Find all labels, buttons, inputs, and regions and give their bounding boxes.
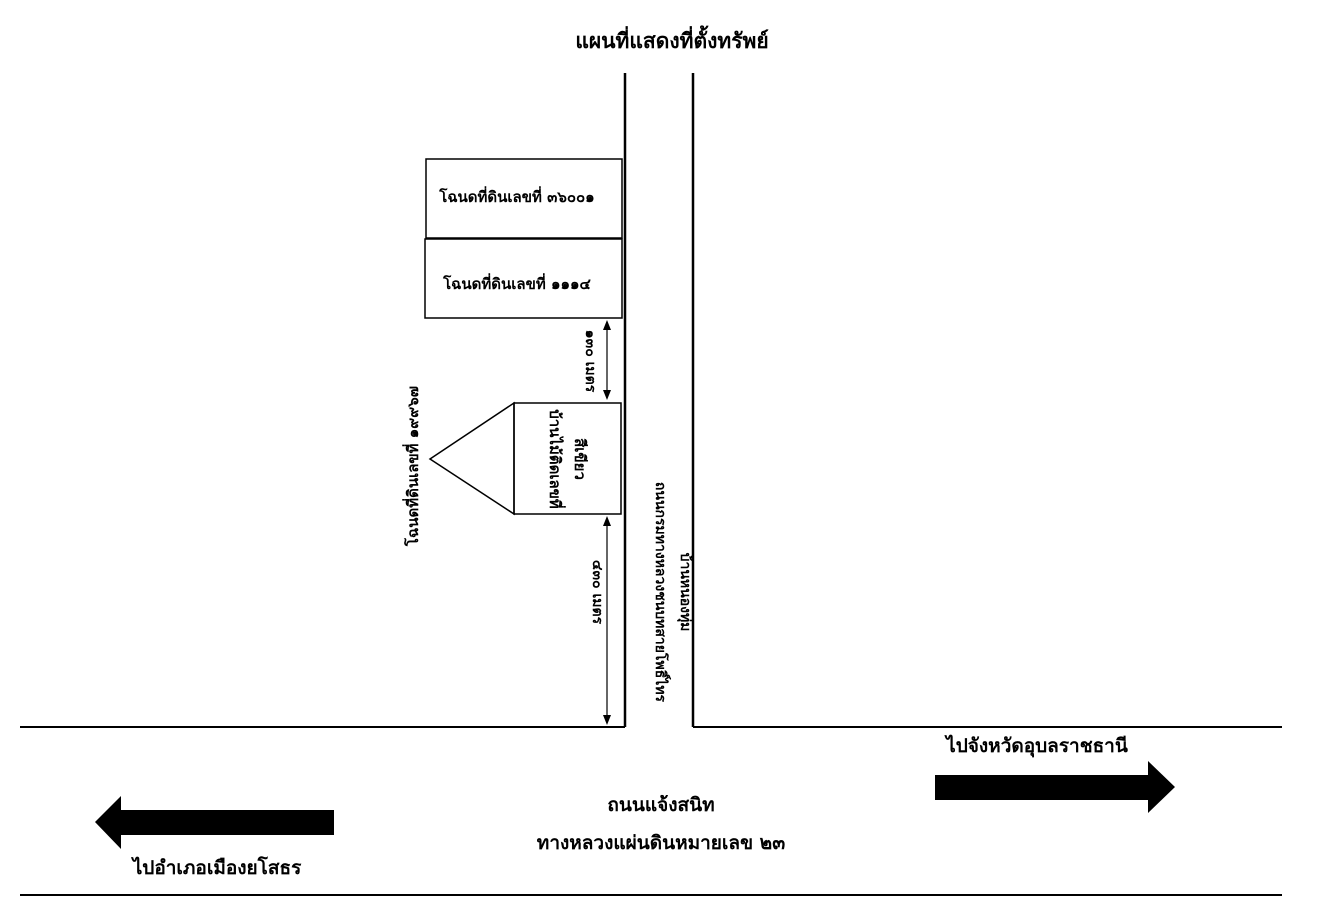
house-roof [428, 401, 515, 516]
house-body [513, 402, 622, 515]
arrow-left-icon [95, 796, 334, 849]
house-label-line2: สีเขียว [571, 438, 589, 480]
parcel-label-1114: โฉนดที่ดินเลขที่ ๑๑๑๔ [442, 273, 591, 293]
distance-arrow-upper [603, 320, 611, 400]
distance-arrow-lower [603, 516, 611, 725]
parcel-label-36001: โฉนดที่ดินเลขที่ ๓๖๐๐๑ [438, 186, 594, 206]
direction-right-label: ไปจังหวัดอุบลราชธานี [944, 734, 1128, 758]
direction-left-label: ไปอำเภอเมืองยโสธร [131, 856, 302, 879]
distance-label-lower: ๔๓๐ เมตร [589, 560, 605, 625]
arrow-right-icon [935, 761, 1175, 813]
parcel-label-19967: โฉนดที่ดินเลขที่ ๑๙๙๖๗ [402, 386, 422, 547]
parcel-box-1114 [424, 238, 623, 319]
house-label-line1: บ้านไม้ติดเลขที่ [546, 409, 566, 509]
map-title: แผนที่แสดงที่ตั้งทรัพย์ [575, 25, 768, 53]
parcel-box-36001 [425, 158, 623, 239]
side-road-label-line1: ถนนกรมทางหลวงชนบทสายโพธิ์ไทร [652, 482, 672, 703]
main-road-highway: ทางหลวงแผ่นดินหมายเลข ๒๓ [537, 832, 785, 854]
side-road-label-line2: บ้านหนองทุ่ม [677, 553, 693, 632]
main-road-name: ถนนแจ้งสนิท [607, 794, 714, 816]
distance-label-upper: ๑๓๐ เมตร [582, 330, 598, 393]
